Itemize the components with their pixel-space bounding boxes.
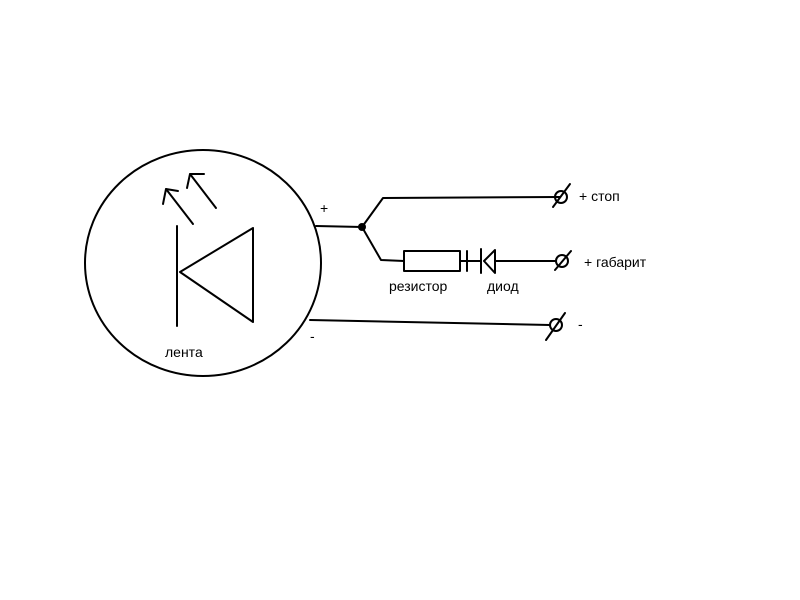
terminal-ground-label: - (578, 316, 583, 332)
terminal-parking-label: + габарит (584, 254, 647, 270)
terminal-stop-label: + стоп (579, 188, 620, 204)
led-symbol-icon (162, 173, 254, 327)
terminal-parking-icon (554, 250, 572, 271)
diode-label: диод (487, 278, 519, 294)
resistor-icon (403, 250, 482, 272)
led-strip-label: лента (165, 344, 203, 360)
diode-icon (480, 248, 557, 274)
plus-sign: + (320, 200, 328, 216)
minus-sign: - (310, 328, 315, 344)
terminal-stop-icon (552, 183, 571, 208)
led-strip-circle (84, 149, 322, 377)
terminal-ground-icon (545, 312, 566, 341)
resistor-label: резистор (389, 278, 448, 294)
positive-wiring (315, 196, 561, 262)
led-strip: лента (84, 149, 322, 377)
negative-wiring (309, 319, 551, 326)
